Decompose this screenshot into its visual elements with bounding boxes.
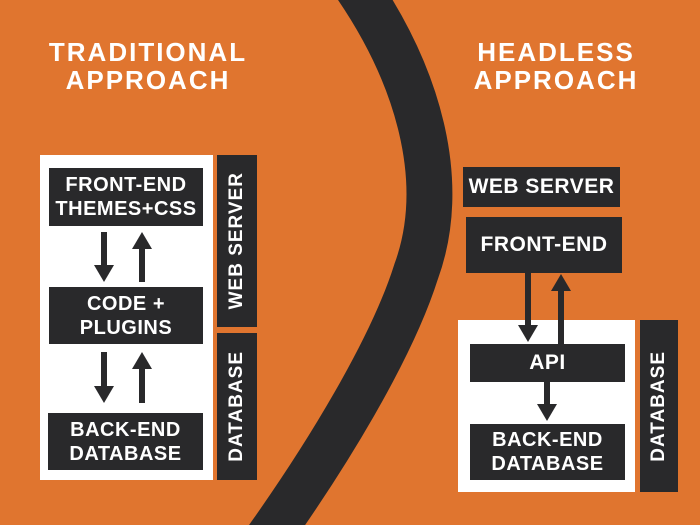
frontend-box: FRONT-END [466,217,622,273]
backend-database-box-right: BACK-END DATABASE [470,424,625,480]
arrow-down-icon [94,352,114,403]
database-side-label-left: DATABASE [217,333,257,480]
arrow-down-icon [518,272,538,342]
traditional-title-line2: APPROACH [65,65,231,95]
traditional-approach-title: TRADITIONAL APPROACH [30,38,266,94]
backend-database-left-line1: BACK-END [70,418,181,441]
arrow-up-icon [132,352,152,403]
web-server-side-label-left: WEB SERVER [217,155,257,327]
arrow-down-icon [94,232,114,282]
frontend-themes-css-box: FRONT-END THEMES+CSS [49,168,203,226]
backend-database-box-left: BACK-END DATABASE [48,413,203,470]
headless-title-line2: APPROACH [473,65,639,95]
backend-database-right-line1: BACK-END [492,429,603,451]
database-side-label-right: DATABASE [640,320,678,492]
frontend-themes-line2: THEMES+CSS [55,198,197,220]
headless-approach-title: HEADLESS APPROACH [440,38,672,94]
headless-title-line1: HEADLESS [477,37,635,67]
arrow-down-icon [537,382,557,421]
arrow-up-icon [551,274,571,344]
backend-database-right-line2: DATABASE [491,453,604,475]
api-box: API [470,344,625,382]
code-plugins-box: CODE + PLUGINS [49,287,203,344]
web-server-box: WEB SERVER [463,167,620,207]
arrow-up-icon [132,232,152,282]
traditional-title-line1: TRADITIONAL [48,37,248,67]
frontend-themes-line1: FRONT-END [65,174,187,196]
code-plugins-line1: CODE + [86,292,166,315]
code-plugins-line2: PLUGINS [79,316,173,339]
backend-database-left-line2: DATABASE [69,442,182,465]
